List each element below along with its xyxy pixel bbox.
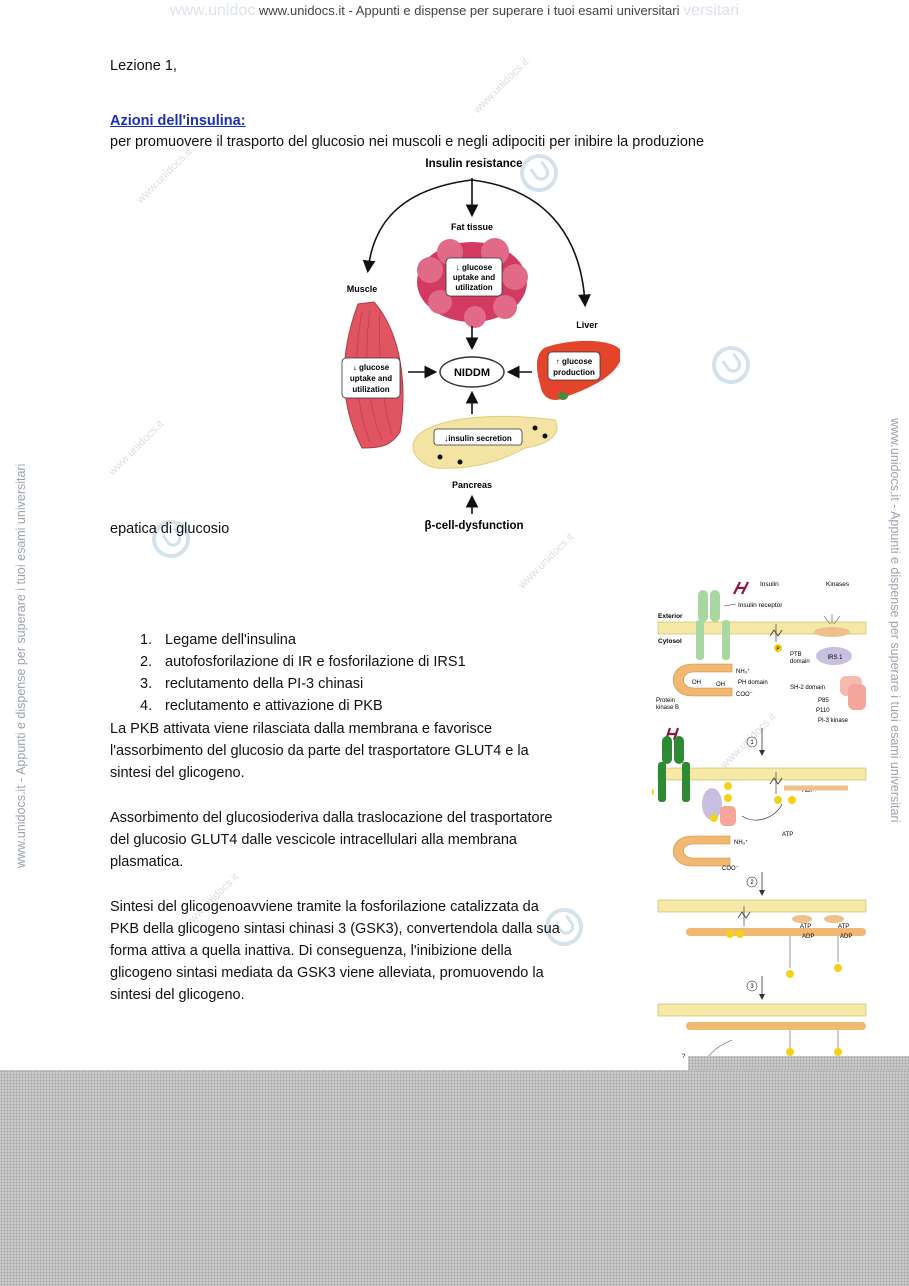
svg-text:NH₃⁺: NH₃⁺ [734, 839, 748, 846]
right-side-watermark: www.unidocs.it - Appunti e dispense per … [888, 418, 902, 823]
svg-text:Exterior: Exterior [658, 613, 683, 620]
svg-text:Cytosol: Cytosol [658, 638, 682, 645]
fat-box-line: uptake and [453, 273, 495, 282]
svg-text:3: 3 [750, 984, 754, 990]
insulin-signaling-diagram: Insulin Insulin receptor Kinases Exterio… [652, 581, 867, 1063]
list-item: 3.reclutamento della PI-3 chinasi [140, 676, 364, 692]
svg-text:PTB: PTB [790, 652, 802, 658]
intro-line: per promuovere il trasporto del glucosio… [110, 134, 705, 150]
svg-text:OH: OH [692, 680, 701, 686]
paragraph-glut4: Assorbimento del glucosioderiva dalla tr… [110, 810, 553, 870]
svg-text:COO⁻: COO⁻ [722, 866, 739, 872]
svg-text:domain: domain [790, 659, 810, 665]
svg-text:ADP: ADP [802, 788, 814, 794]
svg-text:IRS 1: IRS 1 [827, 655, 843, 661]
svg-text:ADP: ADP [802, 934, 814, 940]
label-pancreas: Pancreas [452, 480, 492, 490]
list-item: 1.Legame dell'insulina [140, 632, 296, 648]
section-title: Azioni dell'insulina: [110, 113, 246, 129]
svg-text:ADP: ADP [840, 934, 852, 940]
muscle-box-line: ↓ glucose [353, 363, 390, 372]
diagonal-watermark: www.unidocs.it [106, 418, 167, 478]
svg-text:1: 1 [750, 740, 754, 746]
steps-list: 1.Legame dell'insulina 2.autofosforilazi… [110, 629, 466, 717]
liver-box-line: production [553, 368, 595, 377]
insulin-resistance-diagram: Insulin resistance Fat tissue ↓ glucose … [341, 158, 620, 532]
left-side-watermark: www.unidocs.it - Appunti e dispense per … [14, 463, 28, 868]
svg-text:?: ? [682, 1054, 686, 1060]
label-beta-cell-dysfunction: β-cell-dysfunction [424, 520, 523, 532]
pancreas-box-text: ↓insulin secretion [444, 434, 512, 443]
svg-text:ATP: ATP [800, 924, 811, 930]
list-item: 4.reclutamento e attivazione di PKB [140, 698, 383, 714]
label-muscle: Muscle [347, 284, 378, 294]
svg-text:PH domain: PH domain [738, 680, 768, 686]
svg-text:NH₃⁺: NH₃⁺ [736, 668, 750, 675]
svg-text:Insulin: Insulin [760, 581, 779, 588]
header-watermark: www.unidoc www.unidocs.it - Appunti e di… [0, 0, 909, 22]
list-item: 2.autofosforilazione di IR e fosforilazi… [140, 654, 466, 670]
fat-box-line: ↓ glucose [456, 263, 493, 272]
intro-continuation: epatica di glucosio [110, 521, 230, 537]
svg-text:OH: OH [716, 682, 725, 688]
fat-box-line: utilization [455, 283, 492, 292]
header-ghost-right: versitari [683, 2, 740, 19]
diagonal-watermark: www.unidocs.it [134, 146, 195, 206]
label-fat-tissue: Fat tissue [451, 222, 493, 232]
svg-text:ATP: ATP [782, 832, 793, 838]
insulin-icon [733, 581, 749, 595]
header-watermark-text: www.unidocs.it - Appunti e dispense per … [258, 3, 680, 18]
label-niddm: NIDDM [454, 367, 490, 379]
svg-text:PI-3 kinase: PI-3 kinase [818, 718, 849, 724]
paragraph-glycogen: Sintesi del glicogenoavviene tramite la … [110, 899, 560, 1003]
liver-box-line: ↑ glucose [556, 357, 593, 366]
svg-text:ATP: ATP [838, 924, 849, 930]
svg-text:kinase B: kinase B [656, 705, 679, 711]
svg-text:Protein: Protein [656, 698, 675, 704]
svg-text:COO⁻: COO⁻ [736, 692, 753, 698]
paragraph-pkb: La PKB attivata viene rilasciata dalla m… [110, 721, 529, 781]
svg-text:P85: P85 [818, 698, 829, 704]
svg-text:P110: P110 [816, 708, 830, 714]
svg-text:Insulin receptor: Insulin receptor [738, 602, 783, 609]
muscle-box-line: uptake and [350, 374, 392, 383]
label-liver: Liver [576, 320, 598, 330]
lesson-heading: Lezione 1, [110, 58, 177, 74]
svg-text:SH-2 domain: SH-2 domain [790, 685, 825, 691]
header-ghost-left: www.unidoc [169, 2, 256, 19]
watermark-logo-icon [704, 338, 758, 392]
gray-background-step [688, 1056, 909, 1072]
svg-text:Kinases: Kinases [826, 581, 850, 588]
muscle-box-line: utilization [352, 385, 389, 394]
label-insulin-resistance: Insulin resistance [425, 158, 522, 170]
diagonal-watermark: www.unidocs.it [471, 56, 532, 116]
gray-background-area [0, 1070, 909, 1286]
svg-text:P: P [776, 647, 780, 653]
svg-text:2: 2 [750, 880, 754, 886]
diagonal-watermark: www.unidocs.it [516, 531, 577, 591]
